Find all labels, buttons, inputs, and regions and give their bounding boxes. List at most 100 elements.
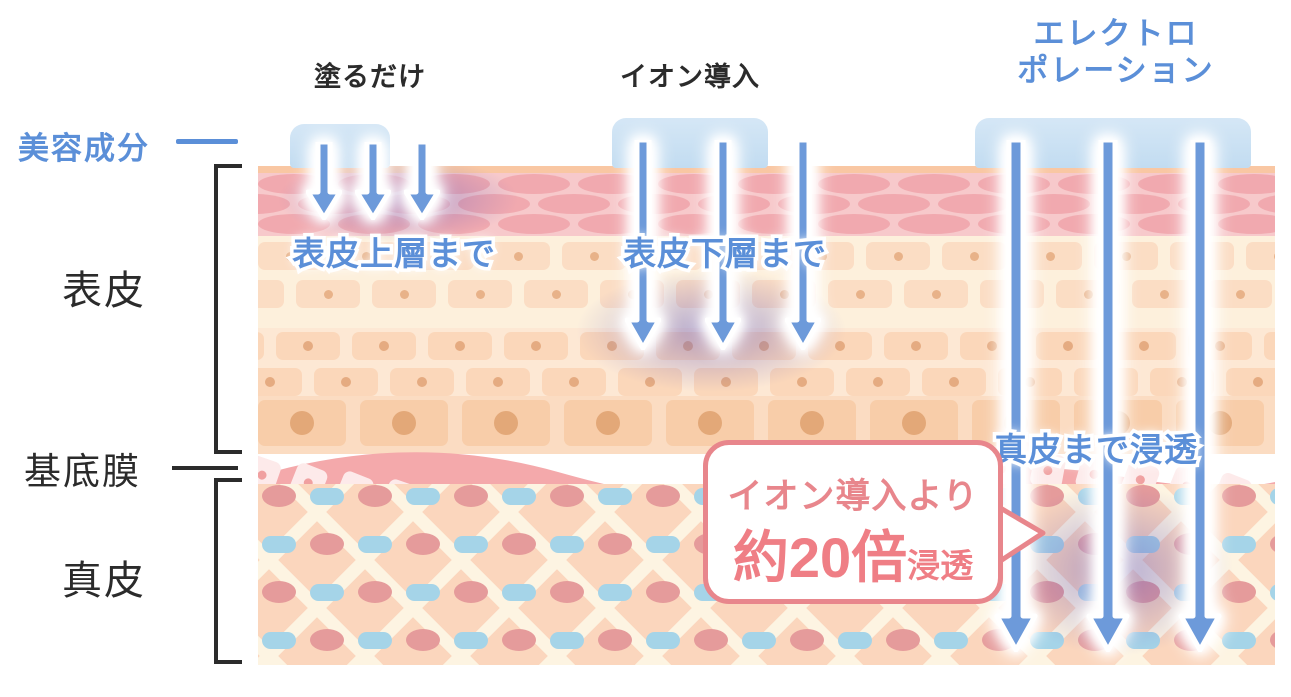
dermis-elastin-fiber bbox=[310, 584, 344, 601]
corneum-cell bbox=[938, 194, 1010, 214]
epidermis-lower-cell-nucleus bbox=[1208, 411, 1232, 435]
dermis-fibroblast bbox=[598, 629, 632, 651]
epidermis-middle-cell bbox=[1226, 368, 1275, 396]
epidermis-upper-cell-nucleus bbox=[855, 289, 865, 299]
corneum-cell bbox=[538, 194, 610, 214]
epidermis-middle-cell-nucleus bbox=[493, 377, 503, 387]
corneum-cell bbox=[818, 174, 890, 194]
dermis-fibroblast bbox=[1126, 485, 1160, 507]
dermis-elastin-fiber bbox=[262, 536, 296, 553]
epidermis-upper-cell-nucleus bbox=[475, 289, 485, 299]
serum-leader-line bbox=[176, 139, 238, 144]
epidermis-middle-cell-nucleus bbox=[1063, 341, 1073, 351]
penetration-arrow-electroporation-1 bbox=[994, 140, 1038, 652]
dermis-elastin-fiber bbox=[838, 632, 872, 649]
dermis-fibroblast bbox=[1270, 632, 1275, 648]
column-title-electroporation-line2: ポレーション bbox=[1017, 52, 1215, 88]
column-title-electroporation: エレクトロ ポレーション bbox=[985, 16, 1247, 89]
dermis-fibroblast bbox=[406, 629, 440, 651]
dermis-elastin-fiber bbox=[1270, 584, 1275, 601]
dermis-elastin-fiber bbox=[1270, 488, 1275, 505]
dermis-elastin-fiber bbox=[550, 632, 584, 649]
corneum-surface-film bbox=[258, 166, 1275, 173]
epidermis-lower-cell-nucleus bbox=[494, 411, 518, 435]
dermis-fibroblast bbox=[358, 581, 392, 603]
corneum-cell bbox=[738, 214, 810, 234]
depth-label-electroporation-text: 真皮まで浸透 bbox=[991, 428, 1201, 472]
dermis-fibroblast bbox=[646, 485, 680, 507]
column-title-topical-label: 塗るだけ bbox=[314, 62, 426, 92]
dermis-elastin-fiber bbox=[646, 632, 680, 649]
penetration-arrow-electroporation-2 bbox=[1086, 140, 1130, 652]
collagen-fiber bbox=[258, 635, 288, 665]
collagen-fiber bbox=[567, 484, 768, 665]
dermis-elastin-fiber bbox=[1126, 536, 1160, 553]
depth-label-electroporation: 真皮まで浸透 bbox=[991, 423, 1201, 472]
basal-cell bbox=[1030, 452, 1066, 489]
dermis-elastin-fiber bbox=[1222, 632, 1256, 649]
epidermis-middle-cell-nucleus bbox=[683, 341, 693, 351]
dermis-elastin-fiber bbox=[502, 584, 536, 601]
epidermis-upper-cell-nucleus bbox=[589, 251, 599, 261]
dermis-elastin-fiber bbox=[934, 632, 968, 649]
epidermis-middle-cell-nucleus bbox=[303, 341, 313, 351]
corneum-cell bbox=[818, 214, 890, 234]
epidermis-upper-cell-nucleus bbox=[513, 251, 523, 261]
corneum-cell bbox=[498, 214, 570, 234]
bracket-dermis bbox=[214, 478, 242, 664]
dermis-fibroblast bbox=[262, 581, 296, 603]
epidermis-middle-cell-nucleus bbox=[379, 341, 389, 351]
penetration-arrow-iontophoresis-3 bbox=[785, 140, 821, 350]
corneum-cell bbox=[898, 174, 970, 194]
dermis-fibroblast bbox=[1222, 485, 1256, 507]
dermis-elastin-fiber bbox=[406, 488, 440, 505]
collagen-fiber bbox=[258, 539, 384, 665]
dermis-elastin-fiber bbox=[358, 536, 392, 553]
epidermis-upper-cell-nucleus bbox=[969, 251, 979, 261]
column-title-iontophoresis-label: イオン導入 bbox=[620, 62, 760, 92]
dermis-fibroblast bbox=[262, 485, 296, 507]
epidermis-upper-cell-nucleus bbox=[399, 289, 409, 299]
epidermis-middle-cell-nucleus bbox=[1139, 341, 1149, 351]
penetration-arrow-topical-1 bbox=[306, 142, 342, 220]
column-title-iontophoresis: イオン導入 bbox=[600, 62, 780, 94]
label-epidermis: 表皮 bbox=[62, 269, 146, 313]
penetration-arrow-topical-3 bbox=[404, 142, 440, 220]
corneum-cell bbox=[258, 194, 290, 214]
dermis-fibroblast bbox=[1126, 581, 1160, 603]
callout-line1: イオン導入より bbox=[727, 477, 979, 516]
corneum-cell bbox=[738, 174, 810, 194]
dermis-elastin-fiber bbox=[598, 488, 632, 505]
column-title-topical: 塗るだけ bbox=[280, 62, 460, 94]
corneum-cell bbox=[858, 194, 930, 214]
epidermis-upper-cell-nucleus bbox=[1235, 289, 1245, 299]
dermis-fibroblast bbox=[454, 485, 488, 507]
epidermis-upper-cell-nucleus bbox=[1083, 289, 1093, 299]
epidermis-middle-cell-nucleus bbox=[911, 341, 921, 351]
dermis-fibroblast bbox=[646, 581, 680, 603]
epidermis-upper-cell-nucleus bbox=[285, 251, 295, 261]
epidermis-upper-cell-nucleus bbox=[741, 251, 751, 261]
corneum-cell bbox=[1218, 214, 1275, 234]
basal-leader-line bbox=[172, 466, 238, 470]
label-serum: 美容成分 bbox=[18, 131, 150, 166]
dermis-elastin-fiber bbox=[310, 488, 344, 505]
corneum-cell bbox=[578, 214, 650, 234]
epidermis-upper-cell bbox=[1246, 242, 1275, 270]
collagen-fiber bbox=[279, 484, 480, 665]
depth-label-topical: 表皮上層まで bbox=[289, 227, 499, 276]
epidermis-upper-cell bbox=[258, 280, 284, 308]
dermis-fibroblast bbox=[310, 629, 344, 651]
callout-number: 20 bbox=[788, 526, 852, 589]
epidermis-middle-cell-nucleus bbox=[531, 341, 541, 351]
epidermis-upper-cell-nucleus bbox=[1159, 289, 1169, 299]
epidermis-middle-cell-nucleus bbox=[1025, 377, 1035, 387]
epidermis-lower-cell-nucleus bbox=[800, 411, 824, 435]
epidermis-lower-cell-nucleus bbox=[290, 411, 314, 435]
dermis-fibroblast bbox=[1270, 536, 1275, 552]
dermis-elastin-fiber bbox=[550, 536, 584, 553]
epidermis-upper-cell-nucleus bbox=[1045, 251, 1055, 261]
callout-unit: 倍 bbox=[851, 526, 908, 589]
corneum-cell bbox=[578, 174, 650, 194]
epidermis-lower-cell-nucleus bbox=[902, 411, 926, 435]
